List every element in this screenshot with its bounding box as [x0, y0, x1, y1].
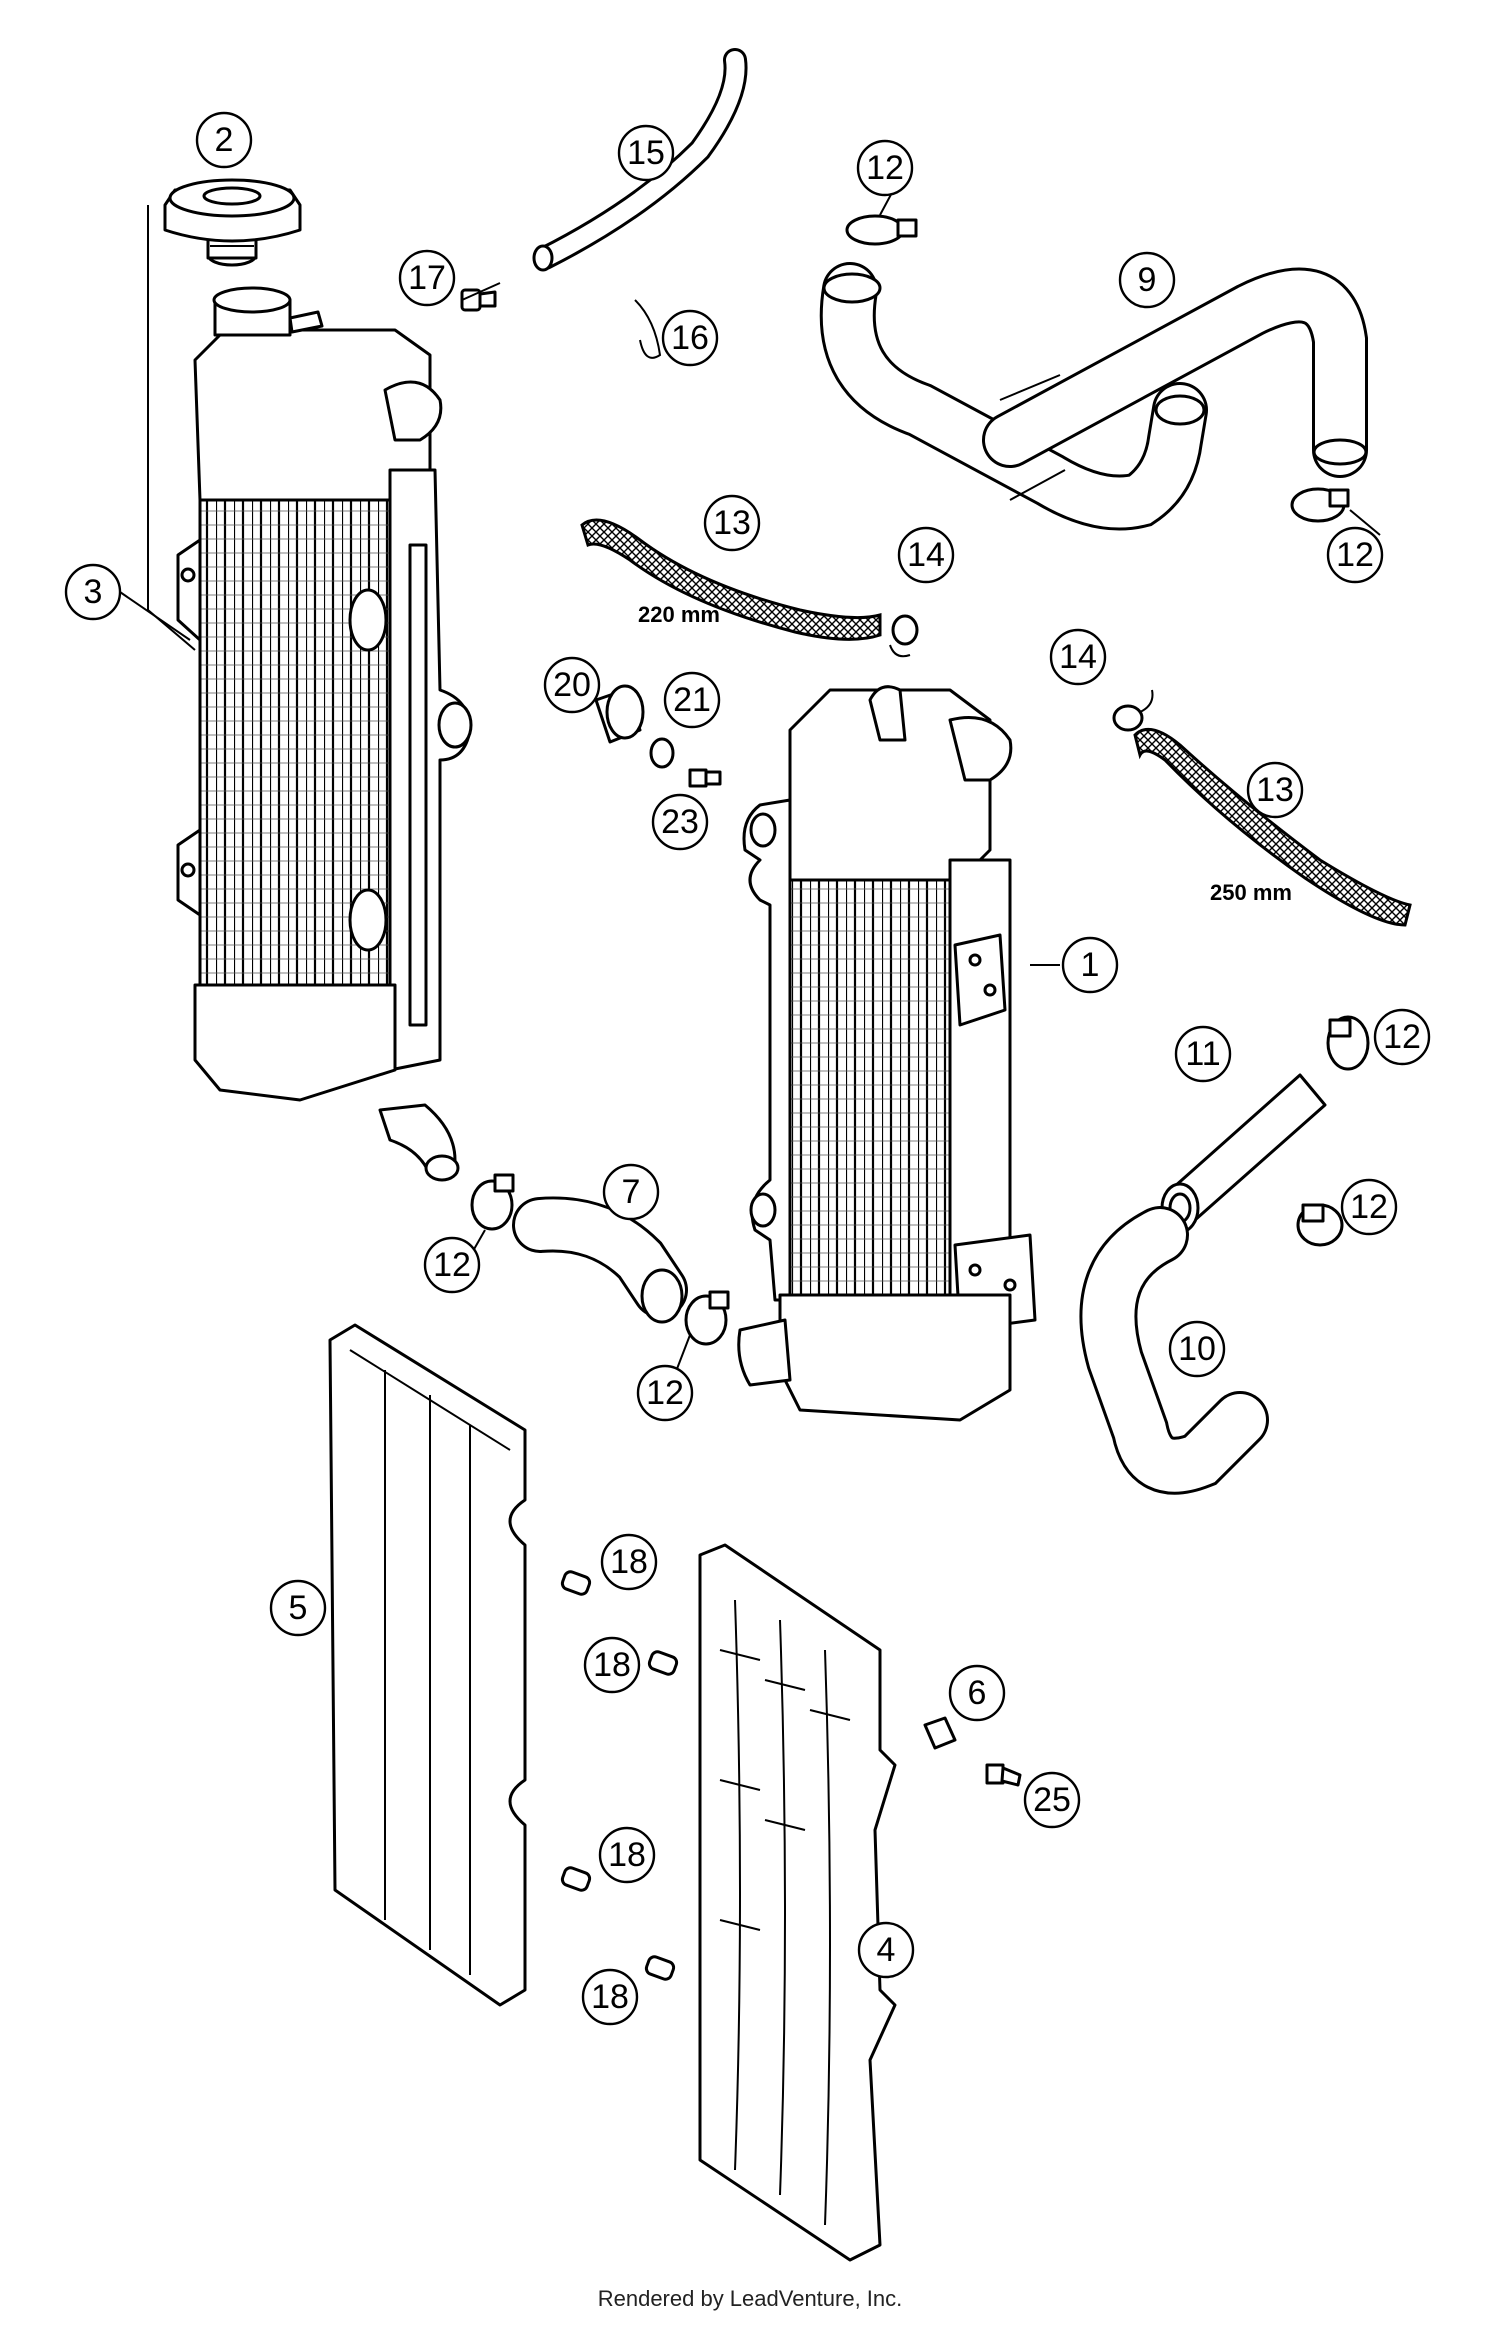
callout-9: 9	[1118, 251, 1176, 309]
svg-text:18: 18	[593, 1646, 631, 1684]
left-radiator	[147, 205, 473, 1182]
pin-18d	[644, 1955, 676, 1981]
svg-text:13: 13	[1256, 771, 1294, 809]
svg-text:18: 18	[610, 1543, 648, 1581]
callout-12d: 12	[1340, 1178, 1398, 1236]
callout-13b: 13	[1246, 761, 1304, 819]
svg-text:17: 17	[408, 259, 446, 297]
callout-20: 20	[543, 656, 601, 714]
callout-15: 15	[617, 124, 675, 182]
callout-25: 25	[1023, 1771, 1081, 1829]
svg-text:16: 16	[671, 319, 709, 357]
hose-clamp-12a	[845, 214, 918, 246]
callout-4: 4	[857, 1921, 915, 1979]
svg-text:6: 6	[968, 1674, 987, 1712]
callout-17: 17	[398, 249, 456, 307]
callout-12c: 12	[1373, 1008, 1431, 1066]
bent-hose	[1079, 1206, 1269, 1495]
callout-7: 7	[602, 1163, 660, 1221]
dim-220: 220 mm	[638, 602, 720, 627]
svg-text:2: 2	[215, 121, 234, 159]
svg-text:12: 12	[1383, 1018, 1421, 1056]
svg-text:9: 9	[1138, 261, 1157, 299]
right-shroud	[698, 1543, 897, 2262]
svg-text:20: 20	[553, 666, 591, 704]
small-clamp-14a	[889, 614, 919, 658]
callout-21: 21	[663, 671, 721, 729]
svg-text:14: 14	[1059, 638, 1097, 676]
hose-clamp-12f	[684, 1290, 730, 1346]
pin-18a	[560, 1570, 592, 1596]
svg-text:11: 11	[1185, 1035, 1220, 1073]
svg-text:18: 18	[608, 1836, 646, 1874]
hose-clip	[634, 299, 662, 359]
footer-credit: Rendered by LeadVenture, Inc.	[597, 2286, 903, 2311]
pin-18c	[560, 1866, 592, 1892]
svg-text:1: 1	[1081, 946, 1100, 984]
callout-18d: 18	[581, 1968, 639, 2026]
callout-13a: 13	[703, 494, 761, 552]
callout-3: 3	[64, 563, 122, 621]
hose-clamp-12c	[1326, 1015, 1370, 1071]
svg-text:4: 4	[877, 1931, 896, 1969]
callout-12f: 12	[636, 1364, 694, 1422]
svg-text:12: 12	[1336, 536, 1374, 574]
braided-hose-250	[1133, 727, 1412, 927]
hose-clamp-12e	[470, 1173, 515, 1231]
straight-hose	[1160, 1073, 1327, 1234]
callout-12b: 12	[1326, 526, 1384, 584]
callout-14b: 14	[1049, 628, 1107, 686]
curved-hose	[512, 1196, 688, 1324]
washer	[649, 737, 675, 769]
callout-1: 1	[1061, 936, 1119, 994]
grommet	[594, 684, 645, 744]
svg-text:14: 14	[907, 536, 945, 574]
bolt-25	[985, 1763, 1022, 1787]
braided-hose-220	[580, 518, 882, 641]
svg-text:21: 21	[673, 681, 711, 719]
callout-12e: 12	[423, 1236, 481, 1294]
svg-text:7: 7	[622, 1173, 641, 1211]
svg-text:12: 12	[433, 1246, 471, 1284]
svg-text:5: 5	[289, 1589, 308, 1627]
svg-text:10: 10	[1178, 1330, 1216, 1368]
left-shroud	[328, 1323, 527, 2007]
callout-18c: 18	[598, 1826, 656, 1884]
overflow-hose	[532, 48, 748, 272]
hose-clamp-12b	[1290, 487, 1350, 523]
svg-text:12: 12	[1350, 1188, 1388, 1226]
callout-2: 2	[195, 111, 253, 169]
callout-23: 23	[651, 793, 709, 851]
bolt-23	[688, 768, 722, 788]
svg-text:3: 3	[84, 573, 103, 611]
callout-6: 6	[948, 1664, 1006, 1722]
callout-11: 11	[1174, 1025, 1232, 1083]
svg-text:23: 23	[661, 803, 699, 841]
small-clamp-14b	[1112, 689, 1154, 732]
callout-16: 16	[661, 309, 719, 367]
callout-5: 5	[269, 1579, 327, 1637]
callout-12a: 12	[856, 139, 914, 197]
pin-18b	[647, 1650, 679, 1676]
radiator-cap	[163, 178, 302, 267]
hose-clamp-12d	[1296, 1203, 1344, 1247]
svg-text:12: 12	[866, 149, 904, 187]
dim-250: 250 mm	[1210, 880, 1292, 905]
svg-text:13: 13	[713, 504, 751, 542]
callout-18b: 18	[583, 1636, 641, 1694]
callout-10: 10	[1168, 1320, 1226, 1378]
svg-text:18: 18	[591, 1978, 629, 2016]
y-hose	[819, 262, 1368, 531]
callout-18a: 18	[600, 1533, 658, 1591]
callout-14a: 14	[897, 526, 955, 584]
clip-nut	[923, 1716, 957, 1750]
svg-text:25: 25	[1033, 1781, 1071, 1819]
svg-text:15: 15	[627, 134, 665, 172]
svg-text:12: 12	[646, 1374, 684, 1412]
right-radiator	[737, 685, 1037, 1422]
